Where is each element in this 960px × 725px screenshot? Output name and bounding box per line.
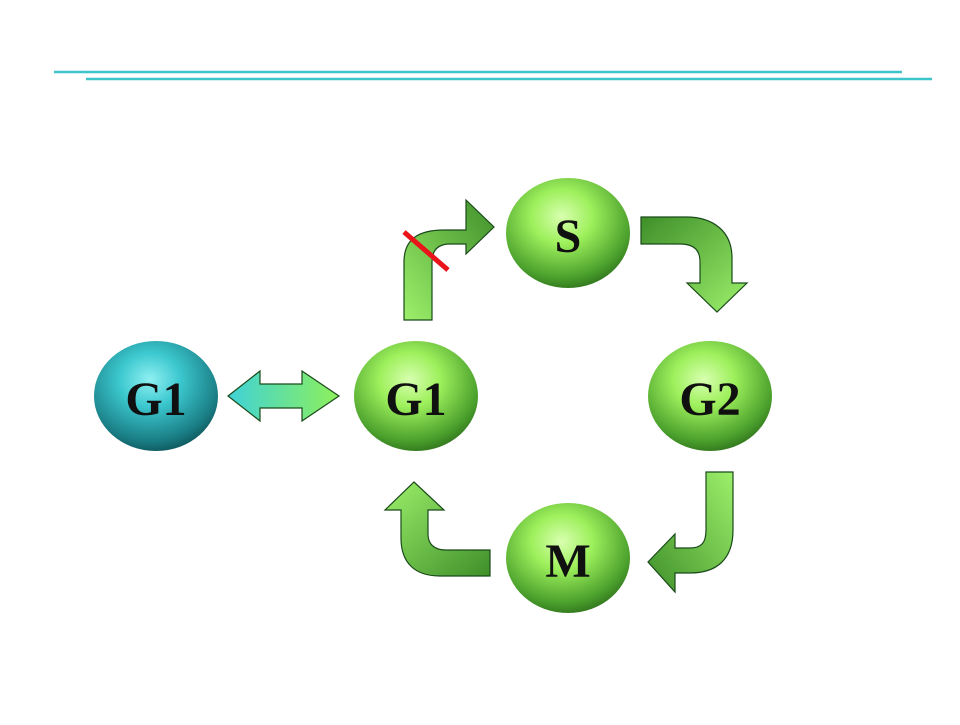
phase-s: S: [506, 178, 630, 288]
arrow-g2-to-m: [647, 471, 734, 594]
arrow-g1-to-s: [403, 198, 495, 321]
phase-s-shape: [506, 178, 630, 288]
phase-g1-shape: [354, 341, 478, 451]
phase-g0-label: G1: [125, 373, 186, 426]
header-rules: [54, 70, 932, 81]
phase-g0-shape: [94, 341, 218, 451]
phase-g1-label: G1: [385, 373, 446, 426]
phase-m-shape: [506, 503, 630, 613]
bidirectional-arrow: [227, 369, 341, 423]
phase-m-label: M: [545, 535, 590, 588]
arrow-s-to-g2: [640, 216, 749, 313]
phase-g2-shape: [648, 341, 772, 451]
phase-g2-label: G2: [679, 373, 740, 426]
block-mark: [402, 230, 450, 272]
phase-g2: G2: [648, 341, 772, 451]
phase-m: M: [506, 503, 630, 613]
phase-s-label: S: [555, 210, 582, 263]
phase-g1: G1: [354, 341, 478, 451]
phase-g0: G1: [94, 341, 218, 451]
arrow-m-to-g1: [383, 481, 491, 577]
